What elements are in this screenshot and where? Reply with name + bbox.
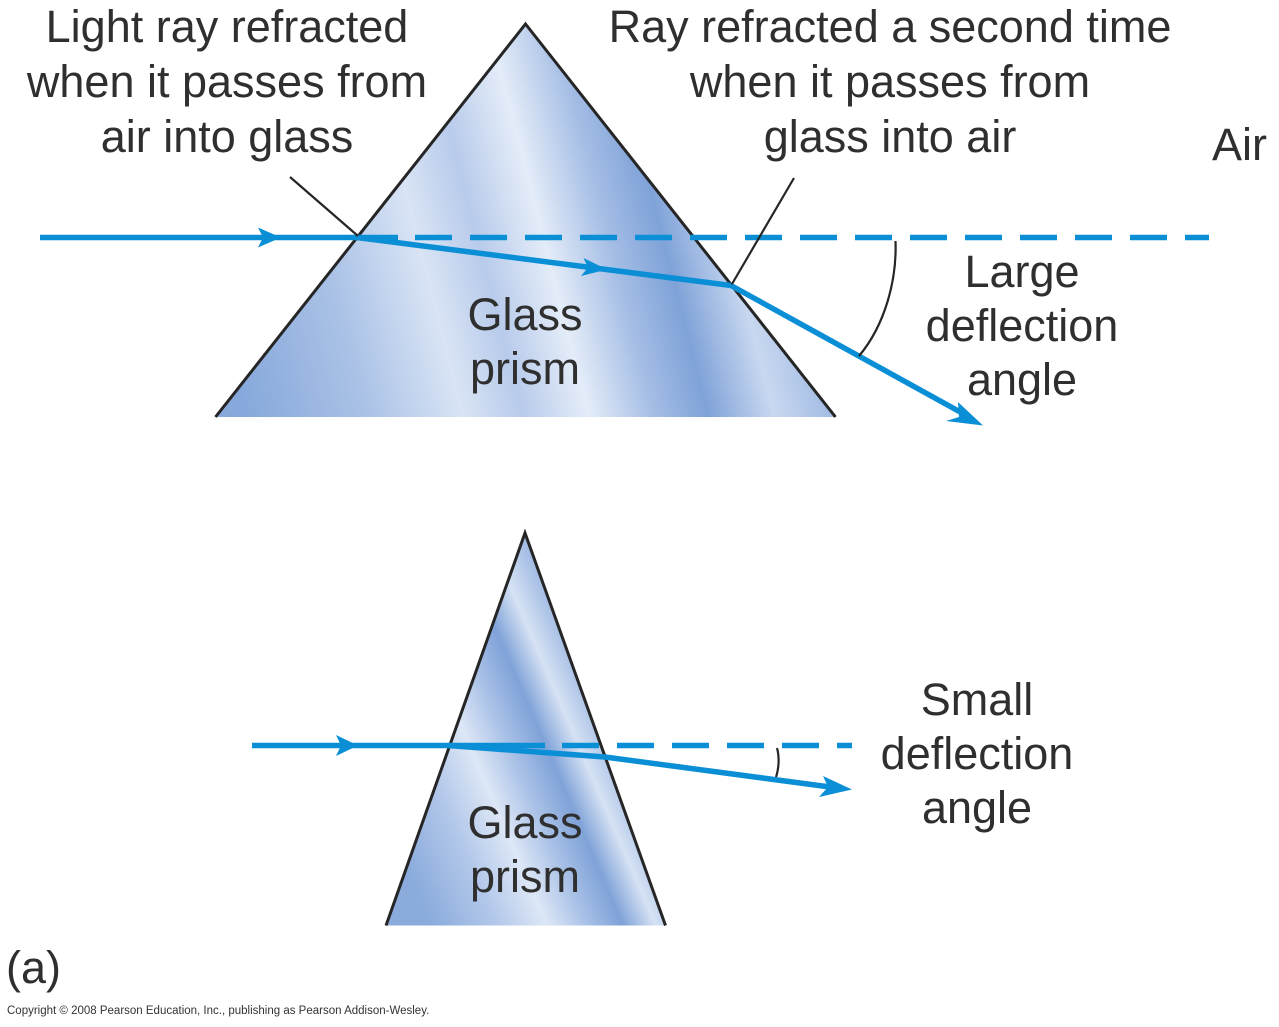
top-diagram: Light ray refracted when it passes from …: [26, 1, 1267, 426]
glass-prism-narrow-edges: [384, 528, 667, 927]
emergent-ray: [729, 283, 964, 416]
prism-label-line-2: prism: [470, 851, 580, 902]
small-angle-label-line-3: angle: [922, 782, 1032, 833]
panel-label: (a): [6, 942, 61, 993]
exit-callout-leader: [731, 177, 795, 285]
large-deflection-angle-arc: [858, 240, 897, 357]
incident-ray-arrowhead: [258, 227, 281, 248]
prism-label-line-1: Glass: [467, 289, 582, 340]
large-angle-label-line-3: angle: [967, 354, 1077, 405]
entry-callout-line-1: Light ray refracted: [46, 1, 409, 52]
prism-label-line-2: prism: [470, 343, 580, 394]
refracted-ray-inside-glass: [447, 742, 606, 760]
large-angle-label-line-1: Large: [964, 246, 1079, 297]
entry-callout-leader: [289, 176, 359, 237]
incident-ray-arrowhead: [336, 735, 358, 756]
small-angle-label-line-2: deflection: [881, 728, 1074, 779]
emergent-ray-arrowhead: [946, 402, 983, 426]
entry-callout-line-3: air into glass: [101, 111, 354, 162]
entry-callout-line-2: when it passes from: [26, 56, 427, 107]
prism-label-line-1: Glass: [467, 797, 582, 848]
air-label: Air: [1212, 119, 1267, 170]
inside-ray-arrowhead: [581, 258, 607, 276]
bottom-diagram: Glass prism Small deflection angle: [252, 528, 1074, 927]
exit-callout-line-1: Ray refracted a second time: [609, 1, 1172, 52]
emergent-ray-arrowhead: [819, 776, 852, 797]
glass-prism-large: [215, 24, 836, 417]
exit-callout-line-2: when it passes from: [689, 56, 1090, 107]
glass-prism-narrow: [386, 533, 666, 926]
small-deflection-angle-arc: [774, 747, 780, 778]
large-angle-label-line-2: deflection: [926, 300, 1119, 351]
copyright-notice: Copyright © 2008 Pearson Education, Inc.…: [7, 1005, 429, 1017]
small-angle-label-line-1: Small: [921, 674, 1034, 725]
emergent-ray: [604, 754, 831, 790]
refracted-ray-inside-glass: [356, 234, 732, 289]
exit-callout-line-3: glass into air: [764, 111, 1017, 162]
